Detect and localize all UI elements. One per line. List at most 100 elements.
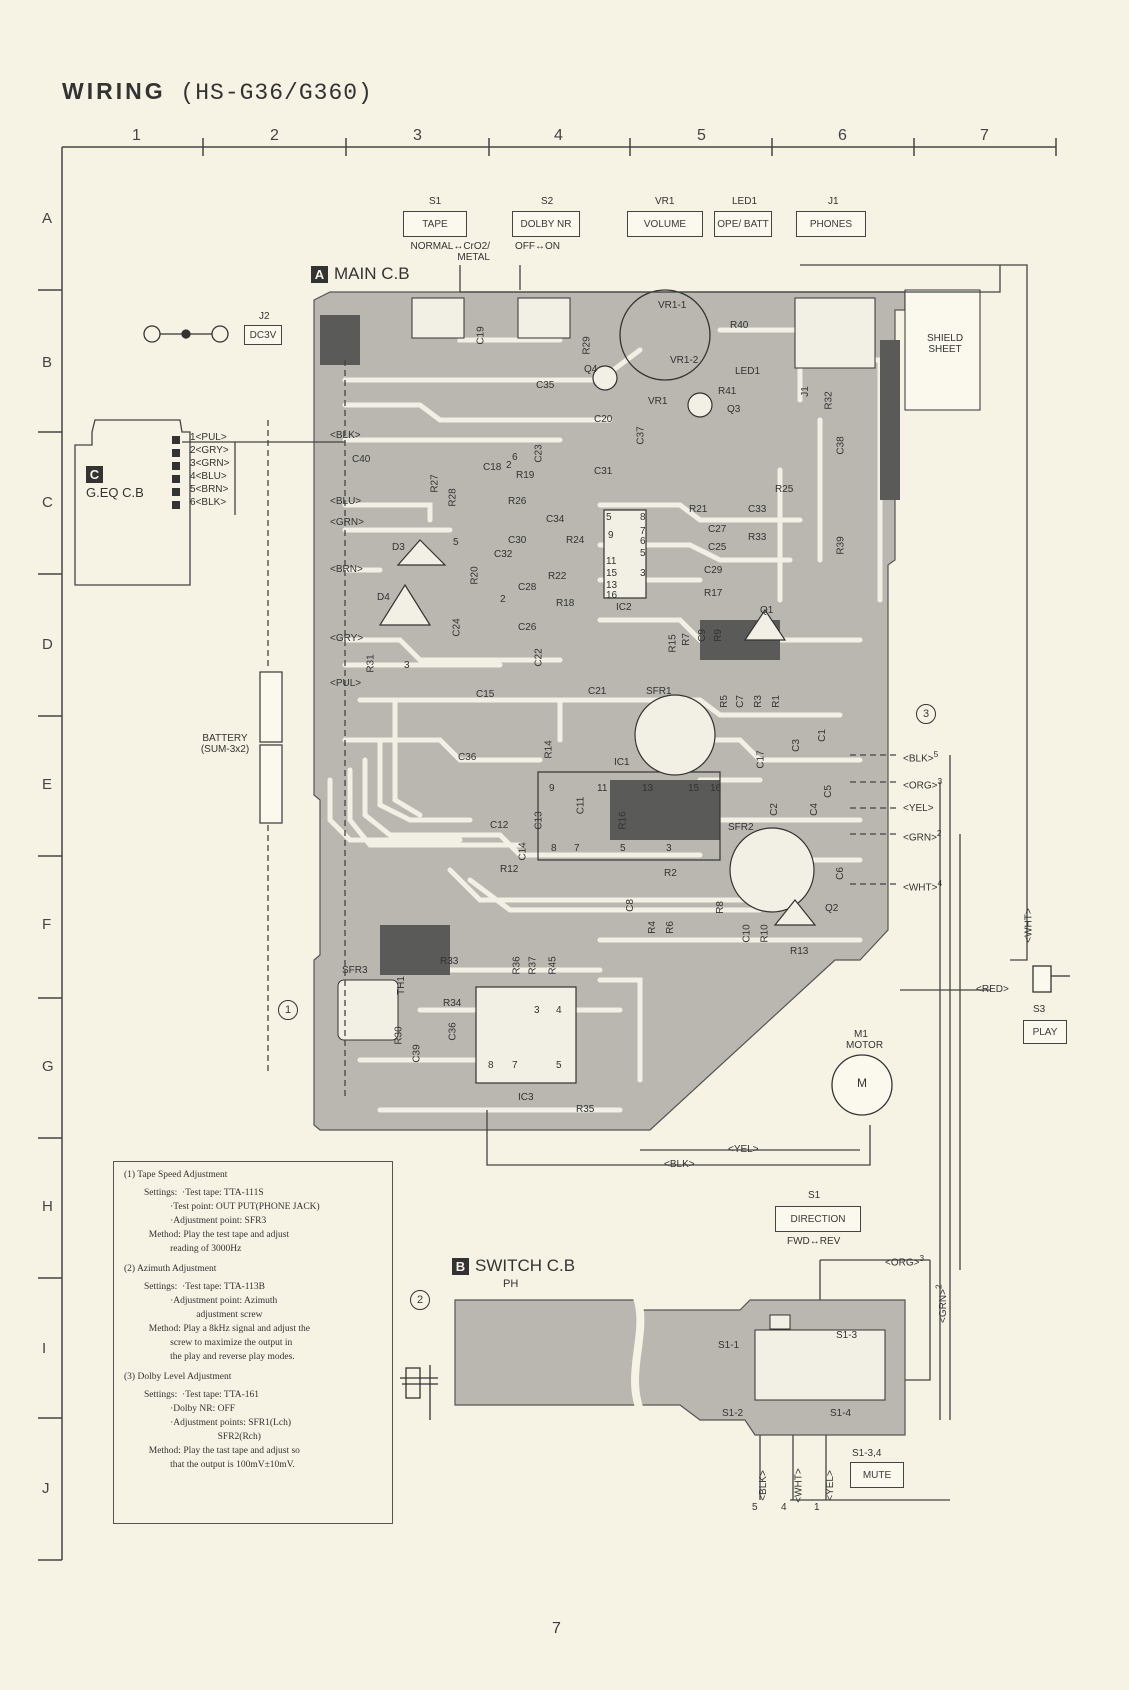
switch-wire-num-4: 4 — [781, 1502, 787, 1513]
comp-c5: C5 — [822, 785, 834, 798]
switch-wire-blk: <BLK> — [757, 1470, 769, 1501]
comp-c36-g: C36 — [447, 1022, 459, 1041]
solid-wires — [182, 264, 1028, 1501]
wht-wire-label: <WHT> — [1023, 908, 1035, 943]
comp-r3: R3 — [752, 695, 764, 708]
main-wire-blu: <BLU> — [330, 496, 362, 507]
right-wire-blk: <BLK>5 — [903, 749, 939, 765]
comp-r16: R16 — [617, 811, 629, 830]
comp-r18: R18 — [556, 598, 575, 609]
comp-r4: R4 — [646, 921, 658, 934]
top-connectors — [411, 289, 981, 411]
comp-q1: Q1 — [760, 605, 774, 616]
comp-c36-e: C36 — [458, 752, 477, 763]
comp-r29: R29 — [581, 336, 593, 355]
comp-c13: C13 — [533, 811, 545, 830]
comp-c34: C34 — [546, 514, 565, 525]
note-3-line: that the output is 100mV±10mV. — [144, 1460, 295, 1470]
comp-c29: C29 — [704, 565, 723, 576]
motor-ref: M1 — [854, 1029, 868, 1040]
comp-r8: R8 — [714, 901, 726, 914]
ic3-pin-4: 4 — [556, 1005, 562, 1016]
grid-col-3: 3 — [413, 127, 422, 144]
ic3-pin-5: 5 — [556, 1060, 562, 1071]
led1-box: OPE/ BATT — [714, 211, 772, 237]
comp-r35: R35 — [576, 1104, 595, 1115]
ic1-pin-16: 16 — [710, 783, 722, 794]
comp-c28: C28 — [518, 582, 537, 593]
comp-c3: C3 — [790, 739, 802, 752]
s1-direction-box: DIRECTION — [775, 1206, 861, 1232]
ic2-pin-d: 11 — [606, 556, 617, 567]
grid-row-c: C — [42, 494, 53, 511]
grid-row-g: G — [42, 1058, 54, 1075]
ic2-body — [603, 509, 647, 599]
j1-ref: J1 — [828, 196, 839, 207]
comp-c19: C19 — [475, 326, 487, 345]
ic2-pin-k: 16 — [606, 590, 618, 601]
comp-c27: C27 — [708, 524, 727, 535]
note-3-line: Settings: ·Test tape: TTA-161 — [144, 1390, 260, 1400]
grid-col-5: 5 — [697, 127, 706, 144]
comp-r39: R39 — [835, 536, 847, 555]
note-2-line: adjustment screw — [144, 1310, 263, 1320]
marker-2: 2 — [410, 1290, 430, 1310]
note-2-title: (2) Azimuth Adjustment — [124, 1264, 217, 1274]
comp-c21: C21 — [588, 686, 607, 697]
marker-3: 3 — [916, 704, 936, 724]
comp-r36: R36 — [511, 956, 523, 975]
comp-led1: LED1 — [735, 366, 761, 377]
grid-row-h: H — [42, 1198, 53, 1215]
switch-s1-4: S1-4 — [830, 1408, 852, 1419]
page-title: WIRING (HS-G36/G360) — [62, 78, 373, 106]
s1-tape-box: TAPE — [403, 211, 467, 237]
comp-c4: C4 — [808, 803, 820, 816]
ic3-body — [475, 986, 577, 1084]
switch-wire-grn: <GRN>2 — [933, 1284, 949, 1323]
s1-note: NORMAL↔CrO2/ METAL — [410, 241, 490, 263]
grid-row-a: A — [42, 210, 53, 227]
ic3-pin-3: 3 — [534, 1005, 540, 1016]
switch-board-sub: PH — [503, 1278, 519, 1290]
marker-1: 1 — [278, 1000, 298, 1020]
comp-r9: R9 — [712, 629, 724, 642]
pcb-traces — [327, 297, 883, 1113]
main-wire-grn: <GRN> — [330, 517, 364, 528]
grid-col-4: 4 — [554, 127, 563, 144]
comp-ic2: IC2 — [616, 602, 632, 613]
ic1-pin-15: 15 — [688, 783, 700, 794]
switch-s1-1: S1-1 — [718, 1340, 740, 1351]
ic1-pin-3: 3 — [666, 843, 672, 854]
ic2-pin-b: 9 — [608, 530, 614, 541]
switch-wire-yel: <YEL> — [824, 1470, 836, 1501]
comp-c22: C22 — [533, 648, 545, 667]
s2-note: OFF↔ON — [515, 241, 560, 252]
comp-r17: R17 — [704, 588, 723, 599]
grid-row-e: E — [42, 776, 53, 793]
note-1-line: ·Test point: OUT PUT(PHONE JACK) — [144, 1202, 320, 1212]
note-3-line: Method: Play the tast tape and adjust so — [144, 1446, 300, 1456]
red-wire-label: <RED> — [976, 984, 1009, 995]
note-3-line: SFR2(Rch) — [144, 1432, 261, 1442]
comp-q3: Q3 — [727, 404, 741, 415]
s3-switch-symbol — [1032, 965, 1070, 993]
note-2-line: ·Adjustment point: Azimuth — [144, 1296, 278, 1306]
main-wire-blk: <BLK> — [330, 430, 361, 441]
comp-c9: C9 — [696, 629, 708, 642]
misc-num-e: 3 — [404, 660, 410, 671]
comp-r15: R15 — [667, 634, 679, 653]
note-1-line: Method: Play the test tape and adjust — [144, 1230, 290, 1240]
comp-r33: R33 — [748, 532, 767, 543]
battery-label: BATTERY (SUM-3x2) — [200, 733, 250, 755]
comp-r1: R1 — [770, 695, 782, 708]
mute-ref: S1-3,4 — [852, 1448, 882, 1459]
grid-row-d: D — [42, 636, 53, 653]
blk-wire-label: <BLK> — [664, 1159, 695, 1170]
comp-r32: R32 — [823, 391, 835, 410]
vr1-ref: VR1 — [655, 196, 675, 207]
comp-r30: R30 — [393, 1026, 405, 1045]
ic2-pin-f: 7 — [640, 526, 646, 537]
comp-r7: R7 — [680, 633, 692, 646]
